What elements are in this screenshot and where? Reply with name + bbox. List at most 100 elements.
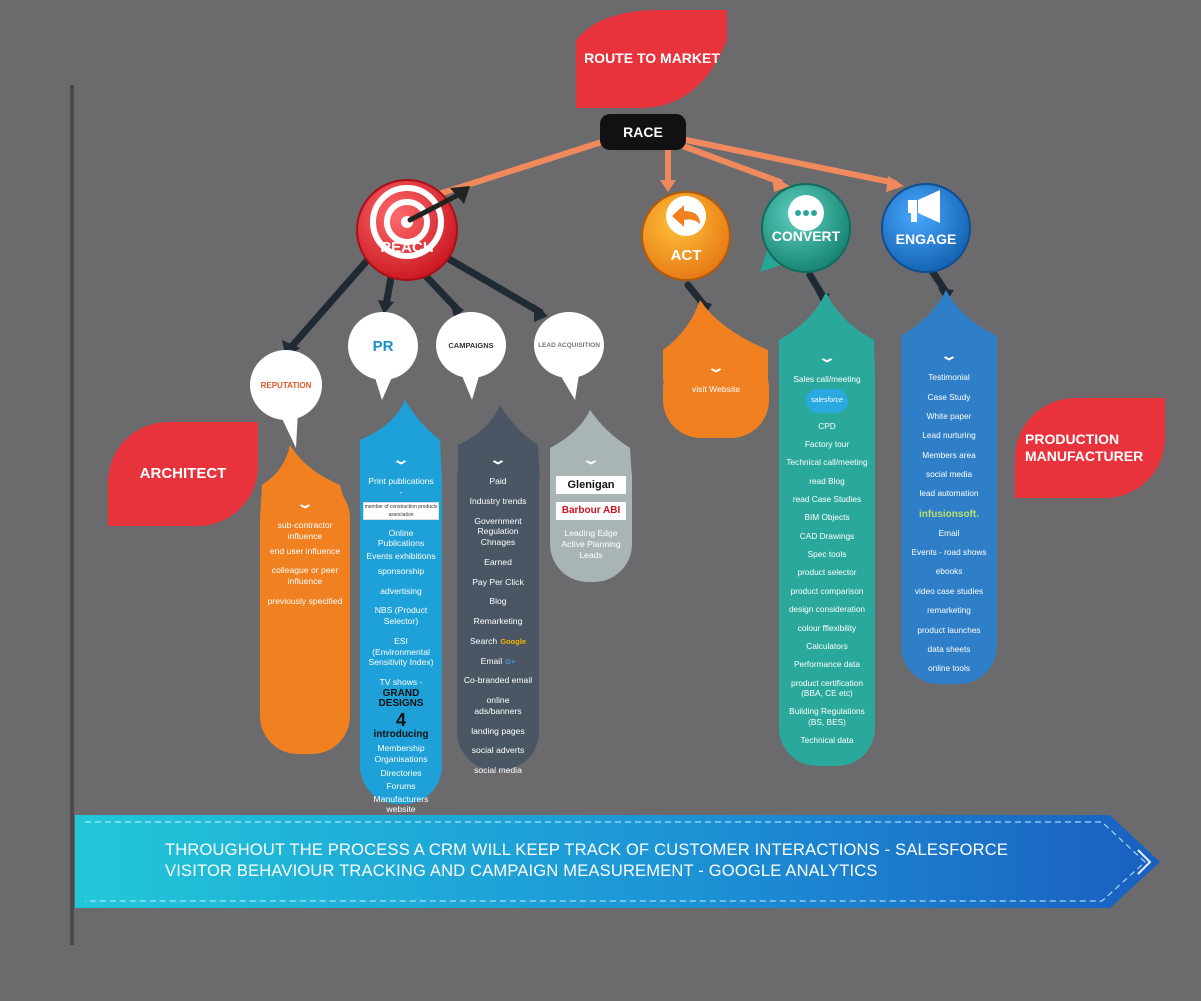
barbour-abi-logo: Barbour ABI [556,502,626,521]
list-item: product launches [901,625,997,635]
list-item: Events exhibitions [366,551,436,562]
production-manufacturer-leaf: PRODUCTION MANUFACTURER [1015,398,1165,498]
left-edge-line [70,85,74,945]
list-item-label: White paper [926,410,972,421]
act-list: ⌄ visit Website [663,350,769,438]
list-item: colour fflexibility [779,623,875,633]
route-to-market-shape [576,10,727,108]
list-item: BIM Objects [779,512,875,522]
list-item-label: social adverts [471,745,525,756]
list-item-label: BIM Objects [804,512,850,523]
list-item: video case studies [901,586,997,596]
list-item: read Case Studies [779,494,875,504]
list-item: lead automation [901,488,997,498]
chevron-down-icon[interactable]: ⌄ [939,348,959,363]
list-item: Directories [380,768,422,779]
list-item: online tools [901,663,997,673]
campaigns-bubble[interactable]: CAMPAIGNS [436,312,506,378]
list-item-label: product comparison [790,585,864,596]
list-item-label: online ads/banners [474,695,522,716]
list-item-label: Industry trends [469,495,527,506]
introducing-logo: introducing [373,728,429,740]
arrow-back-icon [672,205,700,227]
list-item-label: Case Study [927,391,971,402]
list-item-label: Paid [489,476,507,487]
list-item-label: Factory tour [804,438,850,449]
list-item: social adverts [457,745,539,756]
lead-acquisition-bubble[interactable]: LEAD ACQUISITION [534,312,604,378]
list-item-label: Email [938,527,960,538]
list-item: Members area [901,450,997,460]
list-item-label: Search [469,635,498,646]
list-item-label: Spec tools [807,549,847,560]
list-item: Print publications - [368,476,434,497]
list-item-label: data sheets [927,643,971,654]
chevron-down-icon[interactable]: ⌄ [295,496,315,511]
lead-acquisition-list: ⌄ Glenigan Barbour ABI Leading Edge Acti… [550,440,632,582]
chevron-down-icon[interactable]: ⌄ [706,360,726,375]
list-item: end user influence [269,545,341,556]
reach-label[interactable]: REACH [380,239,434,256]
list-item-label: Members area [922,449,976,460]
list-item: ESI (Environmental Sensitivity Index) [368,635,434,668]
megaphone-icon [908,190,940,223]
pr-bubble[interactable]: PR [348,312,418,380]
list-item: Technical call/meeting [779,457,875,467]
list-item: Sales call/meeting [793,374,861,385]
list-item: Earned [457,557,539,568]
list-item: Industry trends [457,496,539,507]
list-item: design consideration [779,604,875,614]
list-item: Testimonial [901,372,997,382]
list-item-label: Building Regulations (BS, BES) [789,706,865,727]
chevron-down-icon[interactable]: ⌄ [581,452,601,467]
chevron-down-icon[interactable]: ⌄ [817,350,837,365]
crm-banner-shape [75,815,1160,908]
list-item-label: product certification (BBA, CE etc) [791,677,863,698]
engage-label[interactable]: ENGAGE [895,230,957,247]
channel4-logo: 4 [395,709,406,730]
reputation-bubble[interactable]: REPUTATION [250,350,322,420]
list-item: Building Regulations (BS, BES) [779,706,875,727]
race-connectors [417,137,898,203]
reputation-list: ⌄ sub-contractor influence end user infl… [260,480,350,754]
glenigan-logo: Glenigan [556,476,626,495]
convert-label[interactable]: CONVERT [771,227,841,244]
cpa-logo: member of construction products associat… [363,501,439,520]
list-item-label: Calculators [806,640,848,651]
list-item: Co-branded email [457,675,539,686]
list-item-label: Testimonial [928,372,970,383]
list-item: TV shows - [379,677,423,688]
list-item: colleague or peer influence [271,565,339,587]
list-item-label: Technical call/meeting [786,457,868,468]
chevron-down-icon[interactable]: ⌄ [391,452,411,467]
google-plus-icon: G+ [505,656,516,666]
list-item: sponsorship [377,565,425,576]
chevron-down-icon[interactable]: ⌄ [488,452,508,467]
crm-banner: THROUGHOUT THE PROCESS A CRM WILL KEEP T… [165,840,1115,882]
list-item: White paper [901,411,997,421]
list-item: Calculators [779,641,875,651]
list-item-label: landing pages [471,725,525,736]
list-item: Lead nurturing [901,430,997,440]
list-item: social media [457,765,539,776]
list-item: product certification (BBA, CE etc) [779,678,875,699]
list-item-label: product launches [917,624,981,635]
list-item-label: Email [480,655,503,666]
list-item-label: ebooks [935,566,963,577]
list-item: Manufacturers website [373,793,429,815]
architect-leaf: ARCHITECT [108,422,258,526]
list-item-label: Events - road shows [911,547,987,558]
list-item: data sheets [901,644,997,654]
list-item: Paid [457,476,539,487]
act-label[interactable]: ACT [670,247,702,264]
list-item: read Blog [779,476,875,486]
list-item: CPD [779,421,875,431]
list-item: advertising [380,585,422,596]
list-item: Forums [386,781,416,791]
list-item-label: design consideration [788,604,866,615]
race-node[interactable]: RACE [600,114,686,150]
